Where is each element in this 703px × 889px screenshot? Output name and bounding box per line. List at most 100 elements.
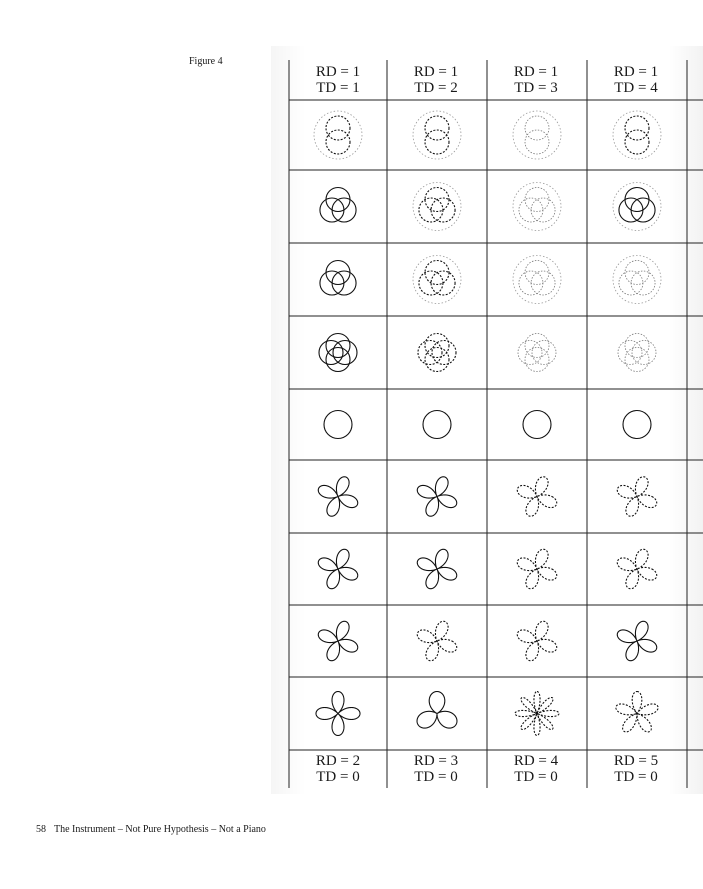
loop-curve <box>524 347 550 372</box>
circle-curve <box>622 409 652 440</box>
column-header-td: TD = 3 <box>514 80 558 96</box>
page-footer: 58 The Instrument – Not Pure Hypothesis –… <box>36 824 266 835</box>
loop-curve <box>332 339 358 366</box>
loop-curve <box>424 332 450 359</box>
loop-curve <box>424 346 450 373</box>
loop-curve <box>424 259 450 286</box>
guide-ring <box>512 182 562 231</box>
rose-curve <box>514 690 560 737</box>
loop-curve <box>417 339 443 366</box>
loop-curve <box>530 197 556 223</box>
petal-curve <box>616 548 658 590</box>
column-header-rd: RD = 1 <box>413 64 459 80</box>
loop-curve <box>331 197 357 223</box>
guide-ring <box>313 110 363 160</box>
loop-curve <box>618 270 644 296</box>
loop-curve <box>430 197 456 223</box>
petal-curve <box>317 548 359 590</box>
rose-curve <box>315 690 361 737</box>
loop-curve <box>631 340 657 365</box>
loop-curve <box>524 333 550 358</box>
column-footer-td: TD = 0 <box>614 769 658 785</box>
column-footer-2: RD = 3 TD = 0 <box>387 753 485 785</box>
running-title: The Instrument – Not Pure Hypothesis – N… <box>54 824 266 835</box>
column-footer-3: RD = 4 TD = 0 <box>487 753 585 785</box>
figure-grid <box>288 60 703 788</box>
guide-ring <box>512 110 562 160</box>
petal-curve <box>317 476 359 517</box>
loop-curve <box>319 197 345 223</box>
loop-curve <box>518 270 544 296</box>
loop-curve <box>424 115 450 141</box>
loop-curve <box>531 340 557 365</box>
column-header-2: RD = 1 TD = 2 <box>387 64 485 96</box>
circle-curve <box>522 409 552 440</box>
column-header-rd: RD = 1 <box>315 64 361 80</box>
guide-ring <box>412 110 462 160</box>
guide-ring <box>412 255 462 304</box>
loop-curve <box>325 332 351 359</box>
circle-curve <box>323 409 353 440</box>
loop-curve <box>424 129 450 155</box>
column-footer-rd: RD = 4 <box>513 753 559 769</box>
petal-curve <box>616 476 658 517</box>
loop-curve <box>318 339 344 366</box>
loop-curve <box>331 270 357 296</box>
column-header-rd: RD = 1 <box>613 64 659 80</box>
loop-curve <box>524 187 550 212</box>
loop-curve <box>518 197 544 223</box>
loop-curve <box>624 115 650 141</box>
loop-curve <box>618 197 644 223</box>
loop-curve <box>325 115 351 141</box>
loop-curve <box>624 347 650 372</box>
guide-ring <box>612 255 662 304</box>
petal-curve <box>317 620 359 662</box>
petal-curve <box>416 476 458 517</box>
loop-curve <box>418 270 444 296</box>
column-footer-td: TD = 0 <box>514 769 558 785</box>
loop-curve <box>325 129 351 155</box>
page-number: 58 <box>36 824 46 835</box>
guide-ring <box>612 110 662 160</box>
loop-curve <box>530 270 556 296</box>
loop-curve <box>524 260 550 285</box>
column-header-3: RD = 1 TD = 3 <box>487 64 585 96</box>
loop-curve <box>319 270 345 296</box>
loop-curve <box>431 339 457 366</box>
circle-curve <box>422 409 452 440</box>
column-footer-td: TD = 0 <box>316 769 360 785</box>
petal-curve <box>516 476 558 517</box>
loop-curve <box>617 340 643 365</box>
column-header-rd: RD = 1 <box>513 64 559 80</box>
loop-curve <box>624 129 650 155</box>
column-footer-4: RD = 5 TD = 0 <box>587 753 685 785</box>
column-footer-rd: RD = 2 <box>315 753 361 769</box>
loop-curve <box>424 186 450 213</box>
column-footer-1: RD = 2 TD = 0 <box>289 753 387 785</box>
loop-curve <box>418 197 444 223</box>
loop-curve <box>325 346 351 373</box>
rose-curve <box>615 690 659 733</box>
loop-curve <box>624 260 650 285</box>
column-footer-rd: RD = 5 <box>613 753 659 769</box>
loop-curve <box>524 129 550 155</box>
loop-curve <box>524 115 550 141</box>
petal-curve <box>616 620 658 662</box>
petal-curve <box>416 620 458 662</box>
figure-label: Figure 4 <box>189 56 223 67</box>
column-footer-rd: RD = 3 <box>413 753 459 769</box>
column-header-td: TD = 4 <box>614 80 658 96</box>
column-header-4: RD = 1 TD = 4 <box>587 64 685 96</box>
column-header-td: TD = 2 <box>414 80 458 96</box>
loop-curve <box>630 270 656 296</box>
column-header-1: RD = 1 TD = 1 <box>289 64 387 96</box>
guide-ring <box>612 182 662 231</box>
petal-curve <box>516 548 558 590</box>
rose-curve <box>416 690 458 729</box>
petal-curve <box>416 548 458 590</box>
guide-ring <box>512 255 562 304</box>
column-header-td: TD = 1 <box>316 80 360 96</box>
loop-curve <box>430 270 456 296</box>
guide-ring <box>412 182 462 231</box>
loop-curve <box>517 340 543 365</box>
